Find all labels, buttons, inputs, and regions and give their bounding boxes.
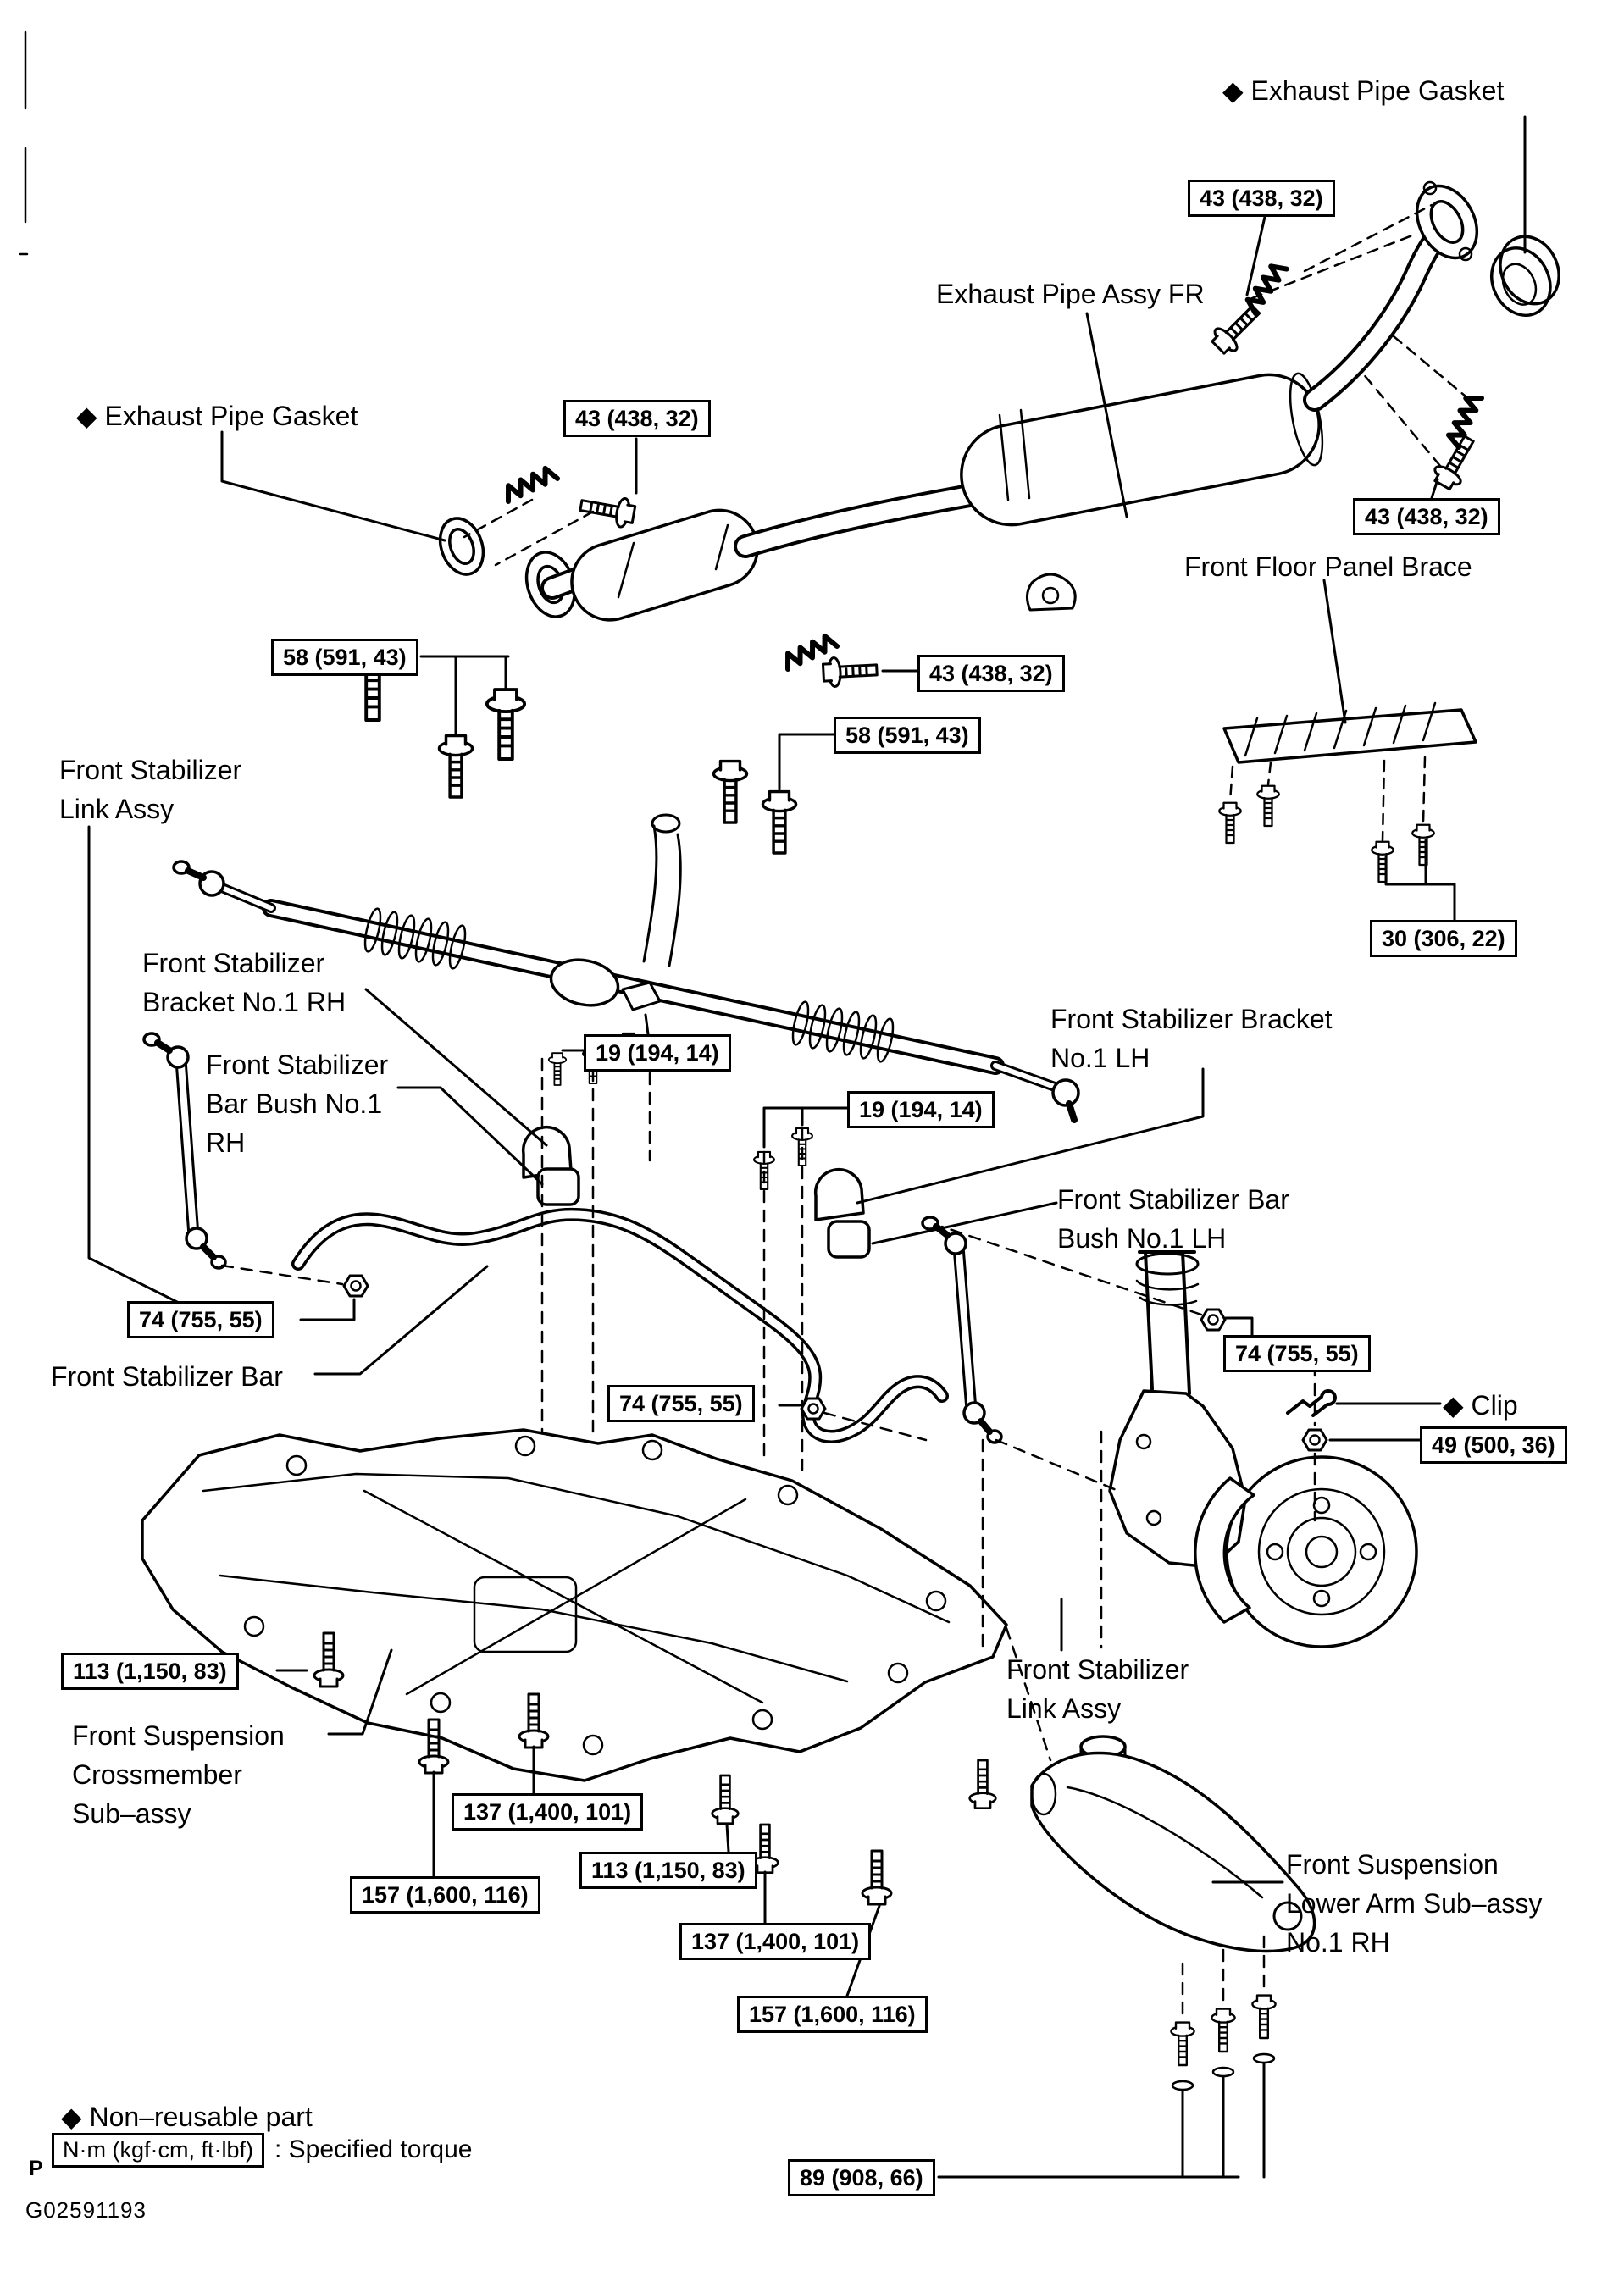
label-front-stabilizer-bar: Front Stabilizer Bar (51, 1357, 283, 1396)
leader-lines (87, 115, 1527, 2179)
torque-157-bottom: 157 (1,600, 116) (737, 1996, 928, 2033)
label-front-stabilizer-bracket-no1-rh-line: Front Stabilizer (142, 948, 325, 978)
label-front-stabilizer-bar-bush-no1-rh-line: RH (206, 1127, 246, 1158)
torque-157-left: 157 (1,600, 116) (350, 1876, 540, 1914)
page-edge-marks (19, 30, 29, 256)
page-corner-letter: P (29, 2157, 43, 2180)
label-front-stabilizer-link-assy-right-line: Link Assy (1006, 1693, 1122, 1724)
torque-58-left: 58 (591, 43) (271, 639, 418, 676)
label-front-stabilizer-link-assy-left-line: Front Stabilizer (59, 755, 242, 785)
torque-19-left: 19 (194, 14) (584, 1034, 731, 1072)
label-front-suspension-crossmember-line: Sub–assy (72, 1798, 191, 1829)
torque-19-right: 19 (194, 14) (847, 1091, 995, 1128)
torque-74-right: 74 (755, 55) (1223, 1335, 1371, 1372)
torque-30: 30 (306, 22) (1370, 920, 1517, 957)
torque-137-upper: 137 (1,400, 101) (452, 1793, 644, 1831)
label-front-stabilizer-bar-bush-no1-rh-line: Bar Bush No.1 (206, 1088, 383, 1119)
label-clip: ◆ Clip (1443, 1386, 1518, 1425)
label-front-suspension-crossmember-line: Front Suspension (72, 1720, 285, 1751)
label-front-suspension-crossmember-line: Crossmember (72, 1759, 242, 1790)
torque-113-left: 113 (1,150, 83) (61, 1653, 239, 1690)
label-exhaust-pipe-gasket-left-line: ◆ Exhaust Pipe Gasket (76, 401, 358, 431)
label-exhaust-pipe-gasket-right: ◆ Exhaust Pipe Gasket (1222, 71, 1504, 110)
label-exhaust-pipe-assy-fr-line: Exhaust Pipe Assy FR (936, 279, 1205, 309)
legend-torque-desc: : Specified torque (274, 2135, 473, 2163)
label-front-suspension-lower-arm-line: No.1 RH (1286, 1927, 1390, 1958)
legend-torque-unit-box: N·m (kgf·cm, ft·lbf) (52, 2133, 264, 2168)
torque-43-top-right: 43 (438, 32) (1188, 180, 1335, 217)
torque-113-mid: 113 (1,150, 83) (579, 1852, 757, 1889)
label-front-floor-panel-brace: Front Floor Panel Brace (1184, 547, 1472, 586)
stabilizer-link-right-drawing (921, 1216, 1003, 1444)
label-clip-line: ◆ Clip (1443, 1390, 1518, 1421)
label-front-stabilizer-link-assy-left-line: Link Assy (59, 794, 175, 824)
figure-id: G02591193 (25, 2197, 147, 2223)
label-front-suspension-lower-arm-line: Lower Arm Sub–assy (1286, 1888, 1543, 1919)
torque-58-mid: 58 (591, 43) (834, 717, 981, 754)
front-floor-panel-brace-drawing (1217, 701, 1477, 883)
stabilizer-link-left-drawing (142, 1032, 227, 1270)
label-front-floor-panel-brace-line: Front Floor Panel Brace (1184, 551, 1472, 582)
torque-43-left: 43 (438, 32) (563, 400, 711, 437)
label-front-stabilizer-bar-line: Front Stabilizer Bar (51, 1361, 283, 1392)
steering-rack-drawing (172, 651, 1080, 1123)
lower-arm-drawing (1030, 1735, 1316, 2091)
crossmember-drawing (141, 1428, 1008, 1906)
label-front-stabilizer-bracket-no1-lh-line: Front Stabilizer Bracket (1050, 1004, 1333, 1034)
label-exhaust-pipe-gasket-left: ◆ Exhaust Pipe Gasket (76, 396, 358, 435)
label-front-suspension-lower-arm-line: Front Suspension (1286, 1849, 1499, 1880)
torque-137-lower: 137 (1,400, 101) (679, 1923, 872, 1960)
label-front-stabilizer-bracket-no1-rh-line: Bracket No.1 RH (142, 987, 346, 1017)
label-front-stabilizer-bracket-no1-lh-line: No.1 LH (1050, 1043, 1150, 1073)
label-front-stabilizer-bar-bush-no1-lh-line: Bush No.1 LH (1057, 1223, 1227, 1254)
label-front-stabilizer-link-assy-right-line: Front Stabilizer (1006, 1654, 1189, 1685)
legend-torque-line: N·m (kgf·cm, ft·lbf) : Specified torque (52, 2133, 472, 2168)
exhaust-pipe-assy-drawing (438, 180, 1560, 689)
torque-43-far-right: 43 (438, 32) (1353, 498, 1500, 535)
torque-49: 49 (500, 36) (1420, 1426, 1567, 1464)
torque-43-mid: 43 (438, 32) (917, 655, 1065, 692)
stabilizer-bar-drawing (291, 1032, 949, 1443)
label-exhaust-pipe-gasket-right-line: ◆ Exhaust Pipe Gasket (1222, 75, 1505, 106)
label-exhaust-pipe-assy-fr: Exhaust Pipe Assy FR (936, 274, 1205, 313)
label-front-stabilizer-bar-bush-no1-lh-line: Front Stabilizer Bar (1057, 1184, 1289, 1215)
knuckle-hub-drawing (1108, 1250, 1418, 1648)
label-front-stabilizer-bar-bush-no1-rh-line: Front Stabilizer (206, 1050, 389, 1080)
torque-74-left: 74 (755, 55) (127, 1301, 274, 1338)
torque-74-mid: 74 (755, 55) (607, 1385, 755, 1422)
dashed-lines (220, 1049, 1316, 2019)
torque-89: 89 (908, 66) (788, 2159, 935, 2196)
clip-part (1286, 1389, 1337, 1417)
legend-non-reusable: ◆ Non–reusable part (61, 2102, 313, 2132)
